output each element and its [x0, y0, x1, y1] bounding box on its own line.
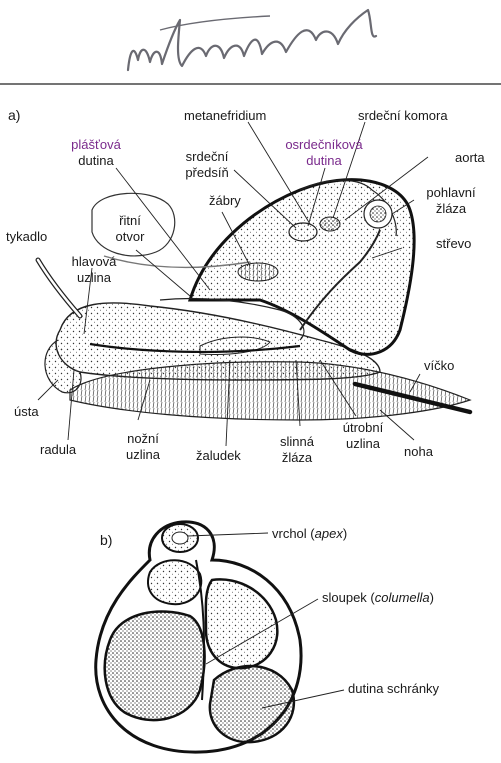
label-utrobni-2: uzlina — [332, 436, 394, 451]
label-sloupek-suffix: ) — [430, 590, 434, 605]
label-vrchol: vrchol (apex) — [272, 526, 347, 541]
panel-a-label: a) — [8, 107, 20, 123]
label-ritni-2: otvor — [108, 229, 152, 244]
shell-outline — [96, 522, 301, 752]
label-sloupek-italic: columella — [375, 590, 430, 605]
label-srdecni-predsin-1: srdeční — [177, 149, 237, 164]
label-vrchol-italic: apex — [315, 526, 343, 541]
label-srdecni-komora: srdeční komora — [358, 108, 448, 123]
label-utrobni-1: útrobní — [332, 420, 394, 435]
label-hlavova-1: hlavová — [64, 254, 124, 269]
label-zabry: žábry — [209, 193, 241, 208]
label-sloupek-prefix: sloupek ( — [322, 590, 375, 605]
label-aorta: aorta — [455, 150, 485, 165]
label-zaludek: žaludek — [196, 448, 241, 463]
label-dutina-schranky: dutina schránky — [348, 681, 439, 696]
label-vrchol-prefix: vrchol ( — [272, 526, 315, 541]
label-plastova-dutina-1: plášťová — [64, 137, 128, 152]
label-plastova-dutina-2: dutina — [64, 153, 128, 168]
label-ritni-1: řitní — [108, 213, 152, 228]
label-nozni-2: uzlina — [118, 447, 168, 462]
label-osrdecnikova-1: osrdečníková — [278, 137, 370, 152]
label-strevo: střevo — [436, 236, 471, 251]
label-usta: ústa — [14, 404, 39, 419]
label-pohlavni-2: žláza — [420, 201, 482, 216]
label-metanefridium: metanefridium — [184, 108, 266, 123]
label-vrchol-suffix: ) — [343, 526, 347, 541]
label-sloupek: sloupek (columella) — [322, 590, 434, 605]
label-tykadlo: tykadlo — [6, 229, 47, 244]
label-srdecni-predsin-2: předsíň — [177, 165, 237, 180]
label-hlavova-2: uzlina — [64, 270, 124, 285]
label-noha: noha — [404, 444, 433, 459]
label-radula: radula — [40, 442, 76, 457]
label-slinna-2: žláza — [272, 450, 322, 465]
panel-b-label: b) — [100, 532, 112, 548]
label-nozni-1: nožní — [118, 431, 168, 446]
label-pohlavni-1: pohlavní — [420, 185, 482, 200]
label-vicko: víčko — [424, 358, 454, 373]
label-slinna-1: slinná — [272, 434, 322, 449]
label-osrdecnikova-2: dutina — [278, 153, 370, 168]
